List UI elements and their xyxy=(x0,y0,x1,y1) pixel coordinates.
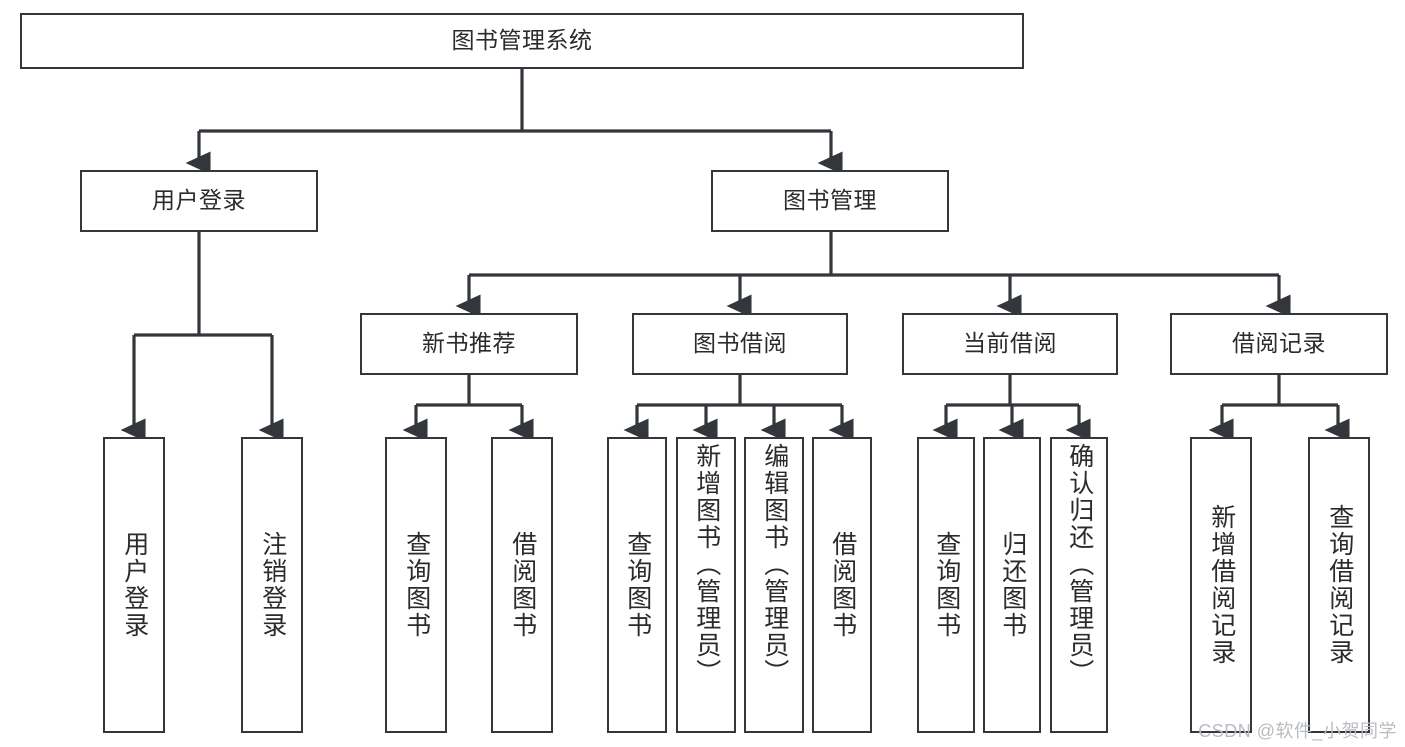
node-leaf-borrow-book-1-label: 借阅图书 xyxy=(508,531,537,639)
node-leaf-add-record-label: 新增借阅记录 xyxy=(1207,504,1236,666)
node-borrow-record[interactable]: 借阅记录 xyxy=(1170,313,1388,375)
node-book-borrow[interactable]: 图书借阅 xyxy=(632,313,848,375)
node-leaf-user-login-label: 用户登录 xyxy=(120,531,149,639)
node-root[interactable]: 图书管理系统 xyxy=(20,13,1024,69)
node-book-borrow-label: 图书借阅 xyxy=(693,330,787,357)
node-user-login[interactable]: 用户登录 xyxy=(80,170,318,232)
node-borrow-record-label: 借阅记录 xyxy=(1232,330,1326,357)
node-leaf-borrow-book-2[interactable]: 借阅图书 xyxy=(812,437,872,733)
node-leaf-query-book-1-label: 查询图书 xyxy=(402,531,431,639)
node-leaf-query-book-1[interactable]: 查询图书 xyxy=(385,437,447,733)
node-leaf-return-book[interactable]: 归还图书 xyxy=(983,437,1041,733)
node-new-book-recommend[interactable]: 新书推荐 xyxy=(360,313,578,375)
node-current-borrow[interactable]: 当前借阅 xyxy=(902,313,1118,375)
node-leaf-edit-book-label: 编辑图书（管理员） xyxy=(760,443,789,686)
node-current-borrow-label: 当前借阅 xyxy=(963,330,1057,357)
node-leaf-add-book-label: 新增图书（管理员） xyxy=(692,443,721,686)
node-leaf-query-book-3-label: 查询图书 xyxy=(932,531,961,639)
node-leaf-query-book-2-label: 查询图书 xyxy=(623,531,652,639)
node-leaf-borrow-book-2-label: 借阅图书 xyxy=(828,531,857,639)
node-leaf-return-book-label: 归还图书 xyxy=(998,531,1027,639)
node-root-label: 图书管理系统 xyxy=(451,27,593,54)
node-leaf-confirm-return-label: 确认归还（管理员） xyxy=(1065,443,1094,686)
node-leaf-edit-book[interactable]: 编辑图书（管理员） xyxy=(744,437,804,733)
node-book-manage-label: 图书管理 xyxy=(783,187,877,214)
node-leaf-logout[interactable]: 注销登录 xyxy=(241,437,303,733)
node-new-book-recommend-label: 新书推荐 xyxy=(422,330,516,357)
node-leaf-query-book-3[interactable]: 查询图书 xyxy=(917,437,975,733)
node-leaf-query-record[interactable]: 查询借阅记录 xyxy=(1308,437,1370,733)
node-book-manage[interactable]: 图书管理 xyxy=(711,170,949,232)
node-leaf-confirm-return[interactable]: 确认归还（管理员） xyxy=(1050,437,1108,733)
node-leaf-add-book[interactable]: 新增图书（管理员） xyxy=(676,437,736,733)
node-leaf-logout-label: 注销登录 xyxy=(258,531,287,639)
node-leaf-borrow-book-1[interactable]: 借阅图书 xyxy=(491,437,553,733)
node-leaf-query-record-label: 查询借阅记录 xyxy=(1325,504,1354,666)
node-leaf-user-login[interactable]: 用户登录 xyxy=(103,437,165,733)
node-leaf-add-record[interactable]: 新增借阅记录 xyxy=(1190,437,1252,733)
node-leaf-query-book-2[interactable]: 查询图书 xyxy=(607,437,667,733)
node-user-login-label: 用户登录 xyxy=(152,187,246,214)
